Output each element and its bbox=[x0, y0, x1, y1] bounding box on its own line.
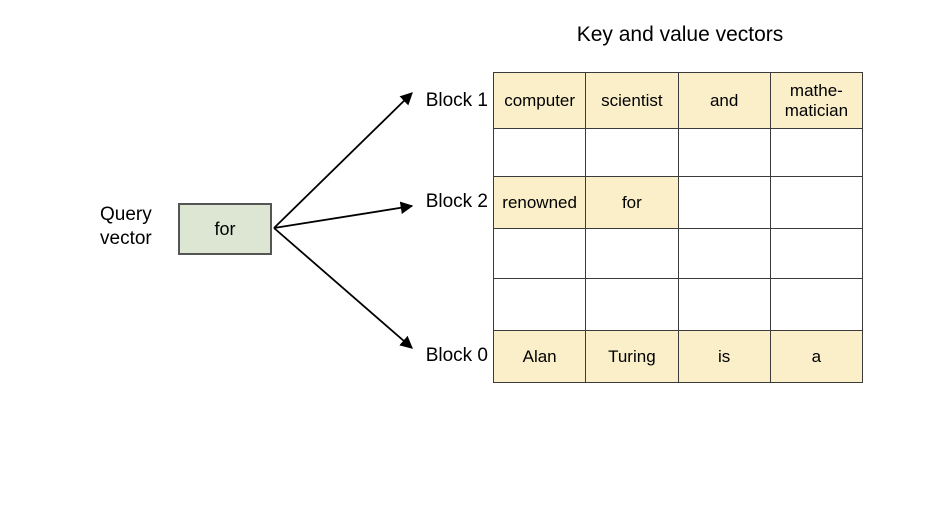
query-vector-label-line1: Query bbox=[100, 204, 152, 225]
arrow-to-block-1 bbox=[273, 92, 413, 229]
empty-cell bbox=[492, 278, 587, 331]
query-vector-label: Query vector bbox=[100, 203, 172, 251]
figure-title: Key and value vectors bbox=[576, 23, 784, 46]
arrow-to-block-2 bbox=[273, 201, 414, 229]
empty-cell bbox=[769, 176, 864, 229]
token-cell: mathe-matician bbox=[769, 72, 864, 129]
query-vector-label-line2: vector bbox=[100, 228, 152, 249]
table-row bbox=[492, 128, 864, 177]
token-cell: a bbox=[769, 330, 864, 383]
arrow-to-block-0 bbox=[273, 227, 413, 349]
token-cell: renowned bbox=[492, 176, 587, 229]
empty-cell bbox=[769, 278, 864, 331]
empty-cell bbox=[769, 128, 864, 177]
token-cell: computer bbox=[492, 72, 587, 129]
token-cell: scientist bbox=[585, 72, 679, 129]
token-cell: Alan bbox=[492, 330, 587, 383]
empty-cell bbox=[677, 128, 771, 177]
token-cell: for bbox=[585, 176, 679, 229]
token-cell: Turing bbox=[585, 330, 679, 383]
empty-cell bbox=[585, 278, 679, 331]
empty-cell bbox=[769, 228, 864, 279]
block-label-1: Block 1 bbox=[425, 90, 488, 111]
empty-cell bbox=[677, 228, 771, 279]
empty-cell bbox=[492, 128, 587, 177]
query-token-text: for bbox=[214, 218, 236, 239]
query-to-block-arrows bbox=[273, 92, 414, 349]
table-row bbox=[492, 278, 864, 331]
empty-cell bbox=[585, 128, 679, 177]
empty-cell bbox=[492, 228, 587, 279]
empty-cell bbox=[677, 278, 771, 331]
table-row bbox=[492, 228, 864, 279]
token-cell: and bbox=[677, 72, 771, 129]
block-label-2: Block 2 bbox=[425, 191, 488, 212]
empty-cell bbox=[585, 228, 679, 279]
block-label-0: Block 0 bbox=[425, 345, 488, 366]
token-cell: is bbox=[677, 330, 771, 383]
query-vector-box: for bbox=[178, 203, 272, 255]
empty-cell bbox=[677, 176, 771, 229]
